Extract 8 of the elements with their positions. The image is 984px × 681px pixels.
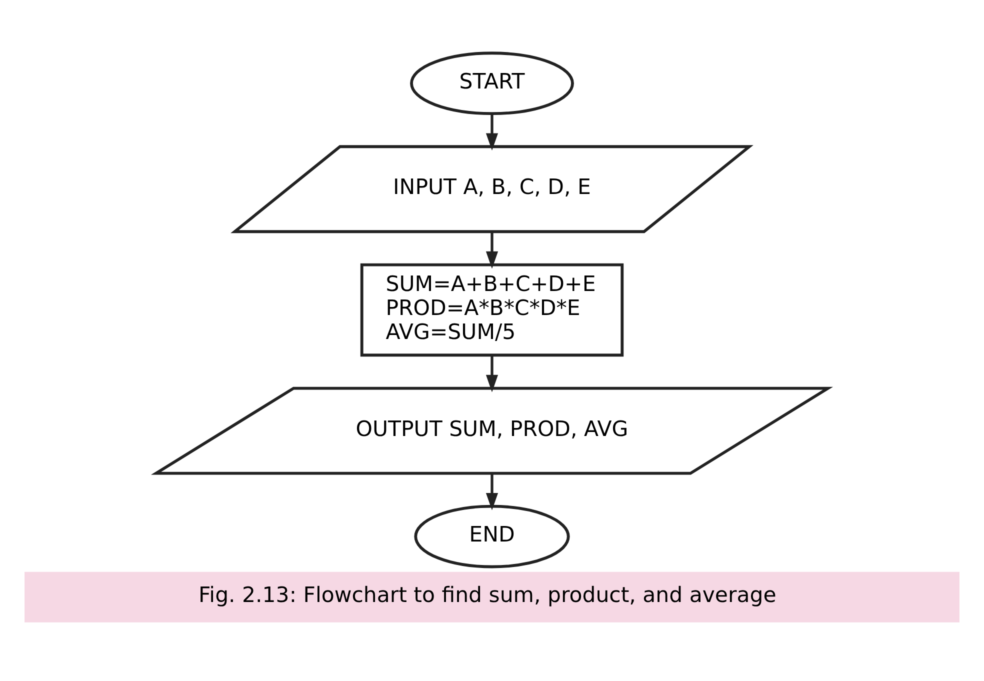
arrow bbox=[486, 355, 498, 392]
node-ellipse: START bbox=[410, 52, 574, 116]
caption: Fig. 2.13: Flowchart to find sum, product, and average bbox=[198, 583, 776, 608]
node-box: SUM=A+B+C+D+E PROD=A*B*C*D*E AVG=SUM/5 bbox=[360, 263, 624, 357]
arrow bbox=[486, 114, 498, 151]
arrow bbox=[486, 473, 498, 510]
arrow bbox=[486, 232, 498, 269]
node-ellipse: END bbox=[414, 504, 570, 568]
